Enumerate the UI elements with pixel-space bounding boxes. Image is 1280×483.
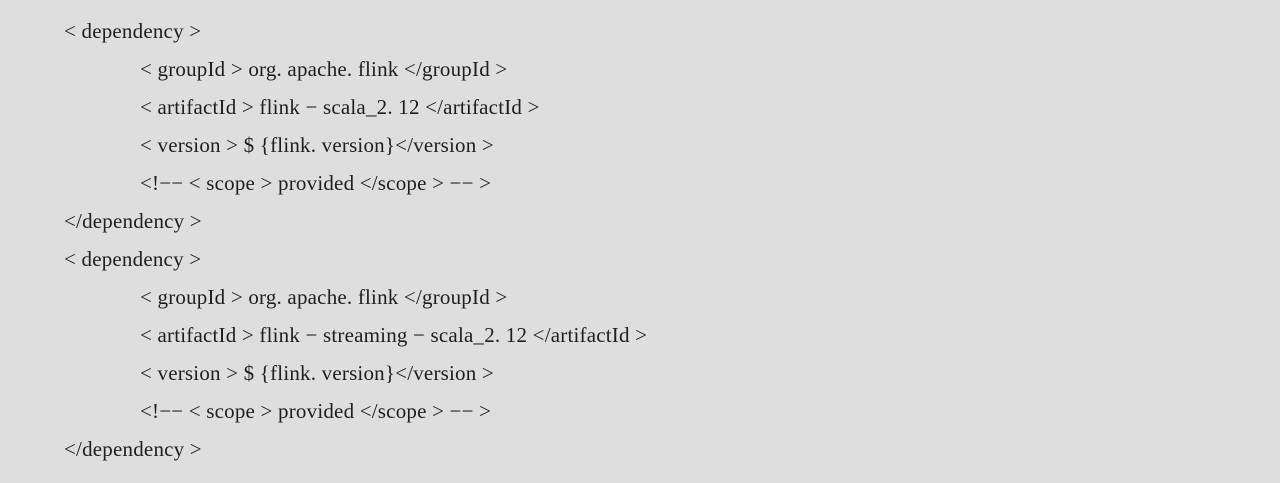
code-line: <!−− < scope > provided </scope > −− > xyxy=(140,399,492,423)
code-line: < artifactId > flink − scala_2. 12 </art… xyxy=(140,95,540,119)
code-line: </dependency > xyxy=(64,209,202,233)
code-line: < dependency > xyxy=(64,19,202,43)
code-line: < version > $ {flink. version}</version … xyxy=(140,133,494,157)
code-line: </dependency > xyxy=(64,437,202,461)
code-line: < dependency > xyxy=(64,247,202,271)
code-line: < version > $ {flink. version}</version … xyxy=(140,361,494,385)
code-line: < groupId > org. apache. flink </groupId… xyxy=(140,57,508,81)
code-line: <!−− < scope > provided </scope > −− > xyxy=(140,171,492,195)
code-line: < groupId > org. apache. flink </groupId… xyxy=(140,285,508,309)
code-line: < artifactId > flink − streaming − scala… xyxy=(140,323,648,347)
